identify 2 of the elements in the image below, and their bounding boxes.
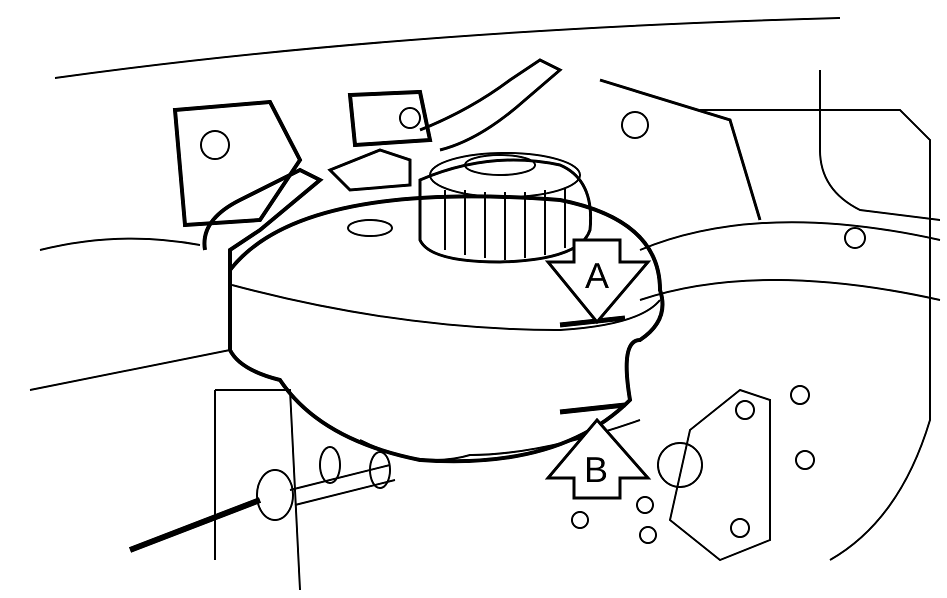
callout-letter: A: [585, 258, 610, 294]
callout-letter: B: [584, 452, 608, 488]
